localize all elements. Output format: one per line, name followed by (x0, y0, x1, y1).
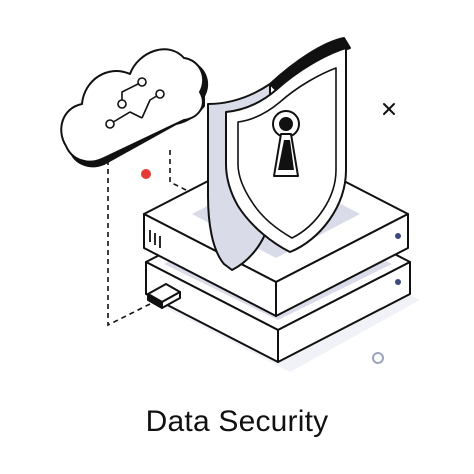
usb-plug-icon (147, 283, 181, 309)
close-x-icon (383, 103, 395, 115)
shield-keyhole-icon (207, 37, 351, 271)
cloud-circuit-icon (60, 48, 209, 168)
keyhole-icon (272, 110, 300, 177)
dashed-connectors (107, 150, 199, 327)
small-circle-icon (372, 352, 384, 364)
red-dot-icon (141, 169, 151, 179)
caption-title: Data Security (145, 405, 329, 438)
